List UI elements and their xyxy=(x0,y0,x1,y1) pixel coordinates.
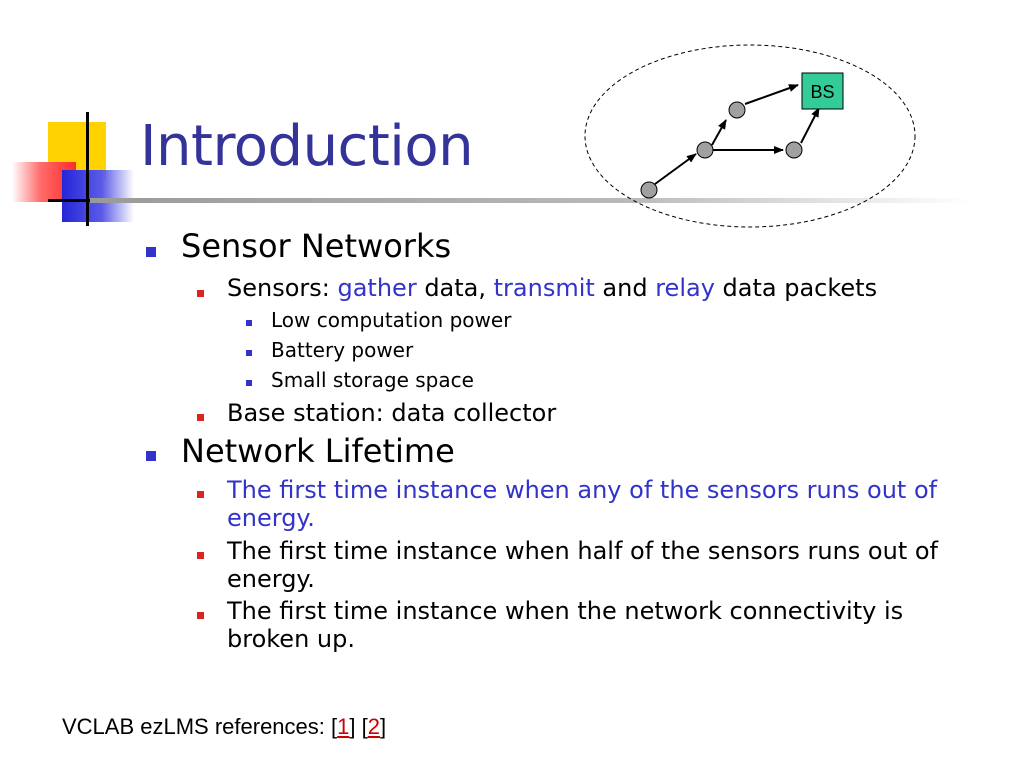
link-arrow xyxy=(800,107,820,144)
base-station-box xyxy=(801,72,844,110)
sensor-network-diagram: BS xyxy=(584,44,916,228)
sensor-node xyxy=(640,181,658,199)
square-bullet-icon xyxy=(197,552,204,559)
title-underline xyxy=(90,198,970,203)
decor-blue-block xyxy=(62,170,134,222)
bullet-sensor-networks: Sensor Networks xyxy=(181,227,452,265)
bullet-base-station: Base station: data collector xyxy=(227,399,557,427)
sensors-text: data, xyxy=(416,274,494,302)
sensors-relay: relay xyxy=(655,274,715,302)
square-bullet-icon xyxy=(146,247,156,257)
square-bullet-icon xyxy=(246,350,252,356)
lifetime-definition-half: The first time instance when half of the… xyxy=(227,537,938,593)
lifetime-definition-connectivity: The first time instance when the network… xyxy=(227,597,904,653)
square-bullet-icon xyxy=(197,491,204,498)
sensors-text: Sensors: xyxy=(227,274,338,302)
lifetime-definition-any: The first time instance when any of the … xyxy=(227,476,938,532)
bullet-storage-space: Small storage space xyxy=(271,368,474,392)
square-bullet-icon xyxy=(246,320,252,326)
square-bullet-icon xyxy=(146,451,156,461)
sensors-gather: gather xyxy=(337,274,417,302)
bullet-sensors: Sensors: gather data, transmit and relay… xyxy=(227,274,877,302)
link-arrow xyxy=(654,153,697,185)
decor-vertical-line xyxy=(86,112,89,226)
sensor-node xyxy=(728,101,746,119)
square-bullet-icon xyxy=(197,290,204,297)
link-arrow xyxy=(711,119,727,146)
square-bullet-icon xyxy=(246,380,252,386)
sensor-node xyxy=(785,141,803,159)
square-bullet-icon xyxy=(197,612,204,619)
link-arrow xyxy=(744,84,799,105)
reference-link-2[interactable]: 2 xyxy=(367,714,380,739)
reference-link-1[interactable]: 1 xyxy=(337,714,350,739)
decor-horizontal-line xyxy=(48,199,108,202)
sensors-text: and xyxy=(594,274,656,302)
square-bullet-icon xyxy=(197,414,204,421)
base-station-label: BS xyxy=(810,82,834,102)
sensors-text: data packets xyxy=(714,274,878,302)
footer-prefix: VCLAB ezLMS references: xyxy=(62,714,332,739)
bullet-network-lifetime: Network Lifetime xyxy=(181,432,455,470)
bullet-battery-power: Battery power xyxy=(271,338,414,362)
sensor-node xyxy=(696,141,714,159)
sensors-transmit: transmit xyxy=(493,274,595,302)
slide-title: Introduction xyxy=(140,114,474,179)
footer-references: VCLAB ezLMS references: [1] [2] xyxy=(62,714,387,739)
bullet-low-computation: Low computation power xyxy=(271,308,512,332)
network-boundary xyxy=(584,44,916,228)
